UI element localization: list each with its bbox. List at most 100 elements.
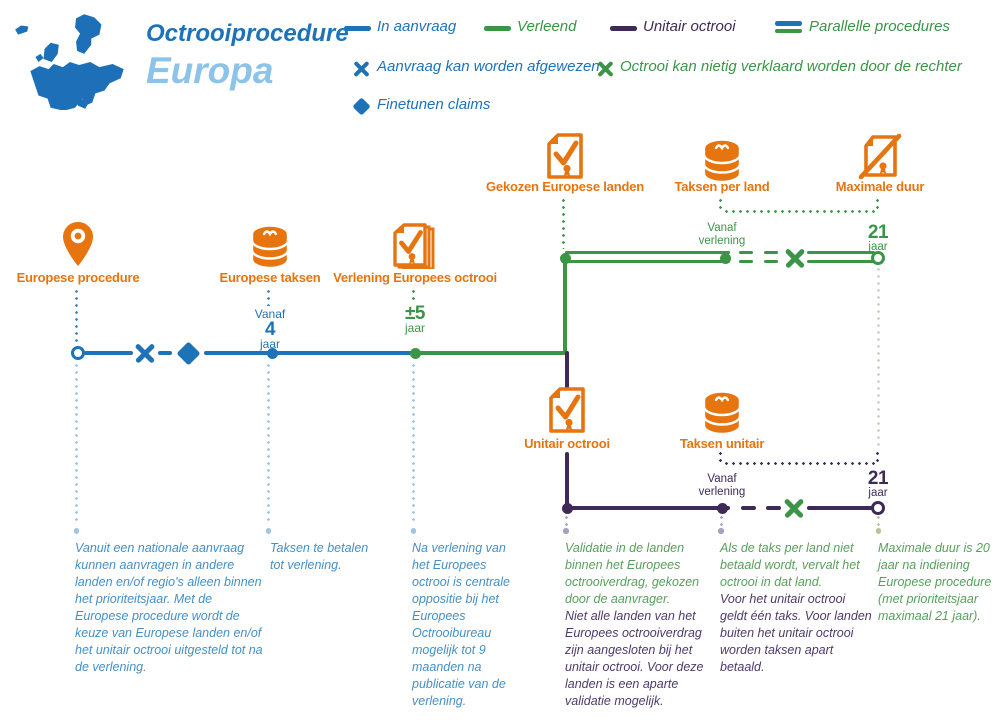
line-in-aanvraag — [84, 350, 133, 356]
footnote-taksen-green: Als de taks per land niet betaald wordt,… — [720, 541, 860, 589]
europe-map-icon — [15, 14, 124, 110]
event-label-europese-taksen: Europese taksen — [219, 270, 321, 285]
marker-dot-europese-taksen — [266, 347, 278, 359]
connector-dotted — [562, 197, 565, 249]
note-plusminus5: ±5 — [405, 303, 426, 324]
connector-dotted — [719, 450, 722, 463]
note-jaar-blue: jaar — [259, 337, 280, 351]
connector-end-dot — [875, 528, 882, 534]
legend-parallel-lines-icon — [775, 28, 802, 34]
marker-x-nietig-verleend — [783, 246, 807, 270]
legend-diamond-icon — [352, 97, 371, 116]
event-label-taksen-unitair: Taksen unitair — [679, 436, 765, 451]
note-jaar-green: jaar — [868, 241, 888, 253]
marker-end-maximale-duur-green — [871, 250, 885, 265]
event-label-maximale-duur: Maximale duur — [835, 179, 925, 194]
page-title: Octrooiprocedure — [146, 20, 349, 47]
connector-dotted — [267, 362, 270, 525]
connector-dotted — [723, 210, 876, 213]
legend-line-unitair-icon — [610, 26, 637, 31]
note-vanaf-blue: Vanaf — [254, 307, 286, 321]
connector-dotted — [412, 288, 415, 303]
legend-label-in-aanvraag: In aanvraag — [377, 18, 457, 35]
legend-label-unitair-octrooi: Unitair octrooi — [643, 18, 736, 35]
line-verleend-vertical — [562, 256, 568, 353]
connector-end-dot — [718, 528, 724, 534]
legend-label-finetunen: Finetunen claims — [377, 96, 491, 113]
line-in-aanvraag — [204, 350, 415, 356]
note-jaar-green-main: jaar — [404, 321, 425, 335]
coins-icon — [702, 138, 742, 184]
connector-dotted — [412, 362, 415, 525]
connector-end-dot — [265, 528, 272, 534]
line-verleend-dash — [764, 259, 778, 263]
line-unitair-octrooi — [567, 505, 730, 511]
marker-x-afgewezen — [133, 341, 157, 365]
line-verleend-dash — [739, 251, 753, 255]
marker-dot-verlening — [409, 347, 421, 359]
note-21-purple: 21 — [867, 468, 889, 489]
line-unitair-octrooi — [807, 505, 875, 511]
map-pin-icon — [63, 222, 93, 266]
marker-diamond-finetunen-claims — [175, 340, 201, 366]
line-verleend-parallel — [565, 251, 730, 255]
line-unitair-vertical — [564, 351, 570, 391]
connector-dotted — [875, 450, 879, 463]
note-vanaf-verlening-green: Vanaf verlening — [698, 222, 746, 248]
legend-label-parallelle-procedures: Parallelle procedures — [809, 18, 950, 35]
line-unitair-vertical — [564, 452, 570, 509]
footnote-validatie-purple: Niet alle landen van het Europees octroo… — [565, 609, 704, 708]
footnote-verlening: Na verlening van het Europees octrooi is… — [412, 541, 510, 708]
marker-start-europese-procedure — [71, 346, 85, 360]
legend-label-afgewezen: Aanvraag kan worden afgewezen — [377, 58, 600, 75]
legend-x-icon — [352, 59, 371, 78]
connector-dotted — [875, 197, 879, 211]
line-in-aanvraag — [158, 350, 172, 356]
marker-dot-unitair-octrooi — [561, 502, 573, 514]
footnote-validatie-green: Validatie in de landen binnen het Europe… — [565, 541, 700, 606]
marker-dot-taksen-per-land — [719, 252, 731, 264]
connector-dotted — [719, 514, 723, 526]
line-verleend-main — [415, 350, 567, 356]
legend-line-verleend-icon — [484, 26, 511, 31]
note-jaar-purple: jaar — [868, 487, 888, 499]
document-slash-icon — [858, 133, 902, 179]
legend-label-verleend: Verleend — [517, 18, 577, 35]
line-verleend-parallel — [807, 251, 875, 255]
note-4-jaar: 4 — [264, 319, 276, 340]
note-21-green: 21 — [867, 222, 889, 243]
line-verleend-parallel — [807, 259, 875, 263]
footnote-taksen: Als de taks per land niet betaald wordt,… — [720, 540, 872, 676]
event-label-taksen-per-land: Taksen per land — [674, 179, 770, 194]
marker-end-maximale-duur-purple — [871, 501, 885, 515]
footnote-europese-procedure: Vanuit een nationale aanvraag kunnen aan… — [75, 541, 263, 674]
connector-dotted-grey — [877, 266, 880, 446]
line-unitair-dash — [741, 505, 756, 511]
connector-end-dot — [563, 528, 569, 534]
connector-end-dot — [410, 528, 417, 534]
marker-x-nietig-unitair — [782, 496, 806, 520]
page-subtitle: Europa — [146, 50, 274, 91]
line-verleend-parallel — [565, 259, 730, 263]
footnote-europese-taksen: Taksen te betalen tot verlening. — [270, 541, 369, 572]
note-vanaf-verlening-purple: Vanaf verlening — [698, 473, 746, 499]
event-label-gekozen-europese-landen: Gekozen Europese landen — [486, 179, 644, 194]
footnote-taksen-purple: Voor het unitair octrooi geldt één taks.… — [720, 592, 872, 674]
event-label-unitair-octrooi: Unitair octrooi — [467, 436, 667, 451]
line-verleend-dash — [764, 251, 778, 255]
line-verleend-dash — [739, 259, 753, 263]
line-unitair-dash — [766, 505, 781, 511]
connector-dotted — [719, 197, 722, 211]
marker-dot-taksen-unitair — [716, 502, 728, 514]
connector-dotted — [723, 462, 876, 465]
footnote-maximale-duur: Maximale duur is 20 jaar na indiening Eu… — [878, 541, 992, 623]
legend-label-nietig: Octrooi kan nietig verklaard worden door… — [620, 58, 962, 75]
document-check-icon — [547, 133, 583, 179]
coins-icon — [702, 390, 742, 436]
connector-dotted — [564, 514, 568, 526]
documents-check-icon — [393, 223, 435, 269]
legend-x-icon — [596, 59, 615, 78]
connector-dotted — [75, 288, 78, 343]
document-check-icon — [549, 387, 585, 433]
